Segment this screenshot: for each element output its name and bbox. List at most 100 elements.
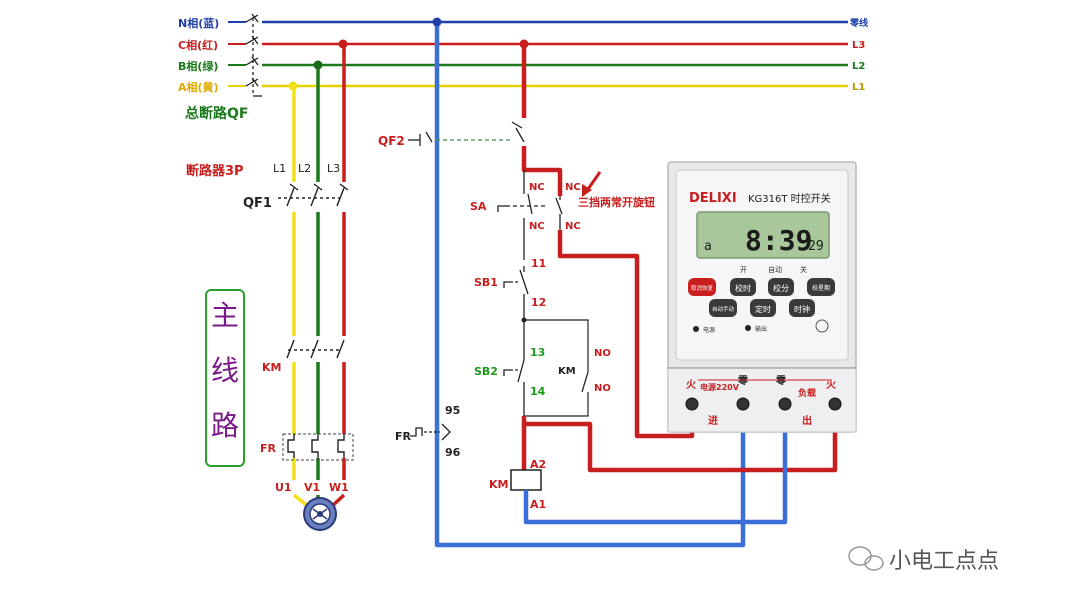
sb1-label: SB1 xyxy=(474,276,498,289)
power-led-label: 电源 xyxy=(703,326,715,334)
cert-mark-icon xyxy=(815,319,829,333)
control-red-wire-coil xyxy=(521,405,838,473)
coil-terminal-a1: A1 xyxy=(530,498,546,511)
km-main-contacts xyxy=(286,339,345,359)
main-circuit-char-1: 主 xyxy=(211,299,239,332)
bus-l1-end-label: L1 xyxy=(852,82,865,93)
km-main-label: KM xyxy=(262,361,281,374)
sb1-terminal-11: 11 xyxy=(531,257,546,270)
junction-dot-yellow xyxy=(288,81,298,91)
knob-note-arrow xyxy=(582,171,602,197)
km-coil-label: KM xyxy=(489,478,508,491)
status-auto: 自动 xyxy=(768,265,782,274)
sa-nc-4: NC xyxy=(565,221,581,232)
timer-button-program-label: 定时 xyxy=(755,304,771,314)
bus-c-label: C相(红) xyxy=(178,38,218,52)
sa-nc-1: NC xyxy=(529,182,545,193)
sa-nc-3: NC xyxy=(529,221,545,232)
timer-button-set-minute-label: 校分 xyxy=(773,283,789,293)
fr-aux-96: 96 xyxy=(445,446,461,459)
phase-tag-l3: L3 xyxy=(327,162,340,175)
km-aux-no-bottom: NO xyxy=(594,383,611,394)
bus-n-end-label: 零线 xyxy=(849,17,868,29)
sb2-terminal-13: 13 xyxy=(530,346,545,359)
timer-model: KG316T 时控开关 xyxy=(748,192,831,205)
neutral-wire-coil xyxy=(523,400,788,525)
sb2-symbol xyxy=(503,320,525,416)
term-supply: 电源220V xyxy=(700,382,740,392)
lcd-time: 8:39 xyxy=(745,224,812,257)
term-fire-out: 火 xyxy=(826,379,837,391)
qf1-contacts xyxy=(278,183,349,207)
timer-button-set-hour[interactable]: 校时 xyxy=(730,278,756,296)
term-in: 进 xyxy=(708,414,718,427)
power-led-icon xyxy=(693,326,699,332)
km-aux-label: KM xyxy=(558,366,576,377)
junction-dot-green xyxy=(313,60,323,70)
output-led-label: 输出 xyxy=(755,325,767,333)
motor-icon xyxy=(303,497,337,531)
term-load: 负载 xyxy=(798,387,816,399)
main-circuit-box xyxy=(205,289,245,467)
lcd-day: a xyxy=(704,239,712,254)
timer-brand: DELIXI xyxy=(689,191,737,206)
term-fire-in: 火 xyxy=(686,379,697,391)
output-led-icon xyxy=(745,325,751,331)
timer-button-clock[interactable]: 时钟 xyxy=(789,299,815,317)
neutral-wire xyxy=(434,22,746,548)
phase-red-wire xyxy=(328,44,346,510)
junction-dot-neutral xyxy=(432,17,442,27)
timer-button-clock-label: 时钟 xyxy=(794,304,810,314)
status-on: 开 xyxy=(740,266,747,274)
knob-note: 三挡两常开旋钮 xyxy=(578,195,655,209)
sb1-symbol xyxy=(503,266,529,320)
breaker-3p-label: 断路器3P xyxy=(186,163,244,179)
junction-dot-control xyxy=(519,39,529,49)
main-circuit-char-3: 路 xyxy=(211,409,239,442)
fr-aux-symbol xyxy=(410,423,451,441)
phase-yellow-wire xyxy=(292,86,312,510)
timer-button-program[interactable]: 定时 xyxy=(750,299,776,317)
sa-nc-2: NC xyxy=(565,182,581,193)
bus-a-label: A相(黄) xyxy=(178,80,219,94)
km-aux-branch-lower xyxy=(524,392,589,417)
bus-lines xyxy=(228,20,848,88)
watermark: 小电工点点 xyxy=(889,549,999,574)
bus-l2-end-label: L2 xyxy=(852,61,865,72)
terminal-v1: V1 xyxy=(304,481,320,494)
phase-tag-l1: L1 xyxy=(273,162,286,175)
timer-terminal-screws xyxy=(685,397,842,411)
bus-l3-end-label: L3 xyxy=(852,40,865,51)
main-breaker-symbol xyxy=(245,13,262,97)
timer-button-auto-manual[interactable]: 自动手动 xyxy=(709,299,737,317)
timer-button-set-week-label: 校星期 xyxy=(812,284,830,292)
control-red-wire-sa xyxy=(521,146,563,196)
qf2-symbol xyxy=(408,121,525,146)
timer-button-cancel[interactable]: 取消恢复 xyxy=(688,278,716,296)
fr-main-elements xyxy=(287,434,345,458)
sb2-label: SB2 xyxy=(474,365,498,378)
status-off: 关 xyxy=(800,265,807,274)
timer-button-set-hour-label: 校时 xyxy=(735,283,751,293)
terminal-u1: U1 xyxy=(275,481,292,494)
sa-label: SA xyxy=(470,200,487,213)
timer-button-auto-manual-label: 自动手动 xyxy=(712,305,735,313)
km-aux-contact xyxy=(581,371,589,393)
sa-symbol xyxy=(497,170,563,260)
main-breaker-label: 总断路QF xyxy=(185,105,248,122)
qf2-label: QF2 xyxy=(378,134,405,148)
timer-button-set-minute[interactable]: 校分 xyxy=(768,278,794,296)
fr-aux-95: 95 xyxy=(445,404,460,417)
fr-main-label: FR xyxy=(260,442,277,455)
wechat-icon xyxy=(848,546,884,571)
sb1-terminal-12: 12 xyxy=(531,296,546,309)
term-out: 出 xyxy=(802,414,812,427)
timer-lcd xyxy=(696,211,830,259)
bus-n-label: N相(蓝) xyxy=(178,16,219,30)
timer-button-set-week[interactable]: 校星期 xyxy=(807,278,835,296)
terminal-w1: W1 xyxy=(329,481,349,494)
sb2-terminal-14: 14 xyxy=(530,385,546,398)
km-aux-branch xyxy=(524,319,589,372)
km-aux-no-top: NO xyxy=(594,348,611,359)
